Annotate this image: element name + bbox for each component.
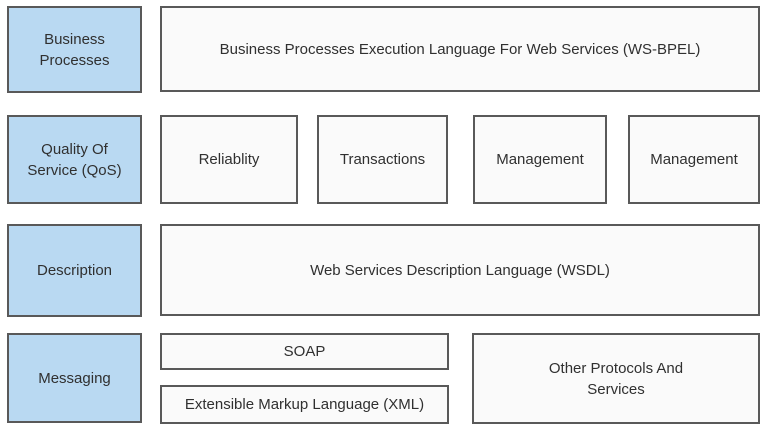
box-management-2-label: Management xyxy=(650,151,738,168)
box-reliability-label: Reliablity xyxy=(198,151,260,168)
layer-quality-of-service: Quality Of Service (QoS) xyxy=(7,115,142,204)
box-transactions-label: Transactions xyxy=(339,151,426,168)
box-other-protocols-label: Other Protocols And Services xyxy=(548,359,684,398)
box-ws-bpel-label: Business Processes Execution Language Fo… xyxy=(219,40,701,58)
box-other-protocols: Other Protocols And Services xyxy=(472,333,760,424)
layer-messaging: Messaging xyxy=(7,333,142,423)
box-wsdl-label: Web Services Description Language (WSDL) xyxy=(310,261,610,279)
box-soap: SOAP xyxy=(160,333,449,370)
box-transactions: Transactions xyxy=(317,115,448,204)
box-wsdl: Web Services Description Language (WSDL) xyxy=(160,224,760,316)
layer-description-label: Description xyxy=(36,262,113,279)
layer-description: Description xyxy=(7,224,142,317)
box-xml: Extensible Markup Language (XML) xyxy=(160,385,449,424)
box-ws-bpel: Business Processes Execution Language Fo… xyxy=(160,6,760,92)
layer-messaging-label: Messaging xyxy=(38,369,111,387)
box-reliability: Reliablity xyxy=(160,115,298,204)
layer-quality-of-service-label: Quality Of Service (QoS) xyxy=(27,140,122,179)
layer-business-processes: Business Processes xyxy=(7,6,142,93)
box-soap-label: SOAP xyxy=(283,343,326,360)
box-management-1: Management xyxy=(473,115,607,204)
layer-business-processes-label: Business Processes xyxy=(39,30,110,69)
box-management-1-label: Management xyxy=(496,151,584,168)
box-xml-label: Extensible Markup Language (XML) xyxy=(184,396,425,413)
box-management-2: Management xyxy=(628,115,760,204)
